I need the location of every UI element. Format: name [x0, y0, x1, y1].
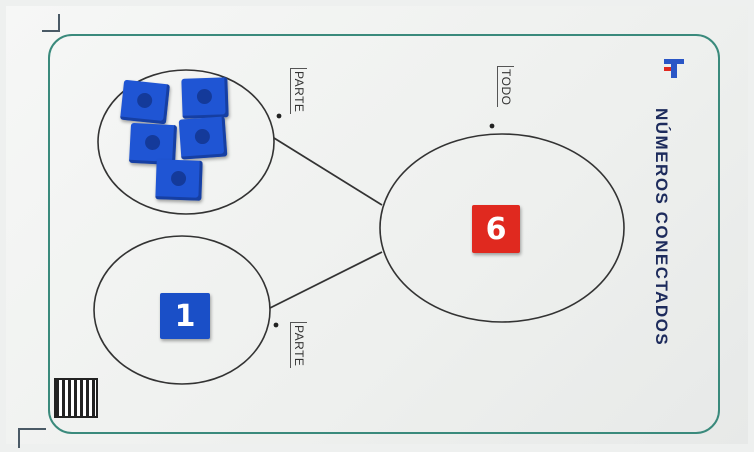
connector-bottom: [269, 251, 383, 309]
dot-whole: [489, 123, 495, 129]
linking-cube[interactable]: [120, 79, 170, 125]
part-label-top: PARTE: [290, 68, 307, 115]
part-circle-bottom: [93, 235, 271, 385]
brand-logo-icon: [664, 59, 684, 78]
part-circle-top: [97, 69, 275, 215]
whole-label: TODO: [497, 66, 514, 108]
dot-part-bottom: [273, 322, 279, 328]
dot-part-top: [276, 113, 282, 119]
whole-circle: [379, 133, 625, 323]
connector-top: [273, 137, 383, 206]
linking-cube[interactable]: [181, 77, 229, 119]
board-title: NÚMEROS CONECTADOS: [652, 108, 671, 347]
part-label-bottom: PARTE: [290, 322, 307, 369]
qr-code: [54, 378, 98, 418]
number-tile-whole[interactable]: 6: [472, 205, 520, 253]
linking-cube[interactable]: [178, 116, 228, 160]
board-frame: [48, 34, 720, 434]
corner-mark-top: [42, 14, 60, 32]
number-tile-part[interactable]: 1: [160, 293, 210, 339]
corner-mark-bottom: [18, 428, 46, 448]
linking-cube[interactable]: [155, 159, 203, 201]
